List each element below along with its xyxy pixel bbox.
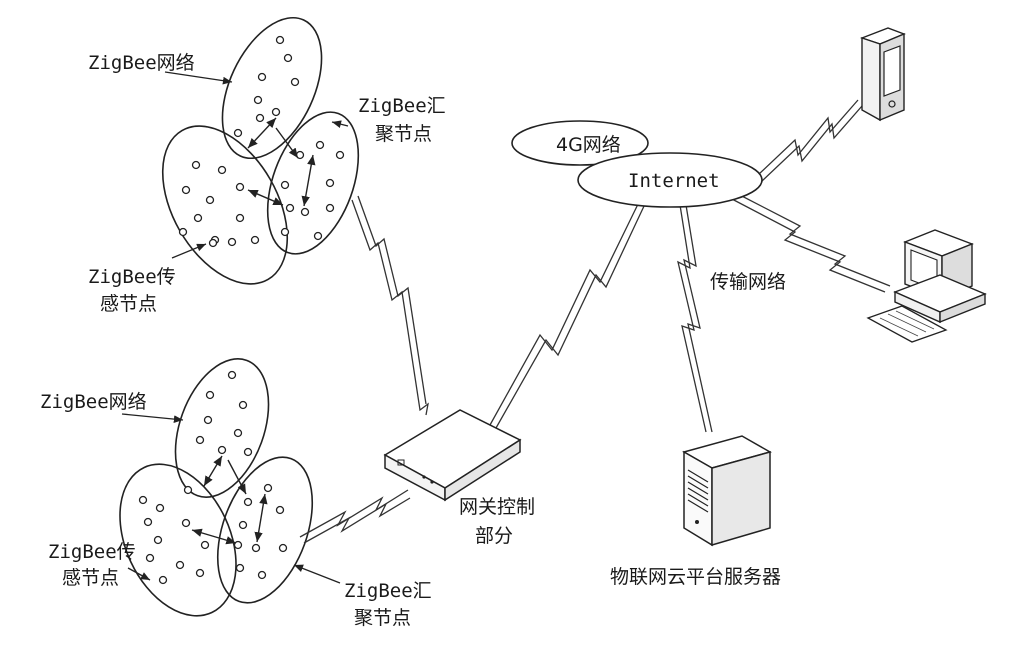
link-arrow [227,459,247,495]
wireless-link-bottom-to-gateway-edge [303,497,411,544]
zigbee-cluster-bottom [119,358,341,617]
pointer-zigbee-sensor-bottom [127,567,151,581]
sensor-nodes-top-2 [178,160,260,248]
sensor-nodes-bottom-3 [233,483,288,580]
label-internet: Internet [628,170,720,192]
sensor-nodes-bottom-2 [138,485,210,585]
zigbee-cluster-top [161,16,360,285]
zigbee-network-ellipse-top [221,16,323,160]
link-arrow [301,154,316,207]
wireless-link-gateway-to-internet-edge [495,203,646,429]
cloud-4g [511,120,649,166]
link-arrow [247,117,277,149]
diagram-labels: ZigBee网络 ZigBee汇 聚节点 ZigBee传 感节点 ZigBee网… [40,52,786,629]
label-gateway-1: 网关控制 [459,496,535,518]
label-transport-network: 传输网络 [710,271,786,293]
pointer-zigbee-network-bottom [121,413,184,423]
label-zigbee-sink-bottom-2: 聚节点 [354,607,411,629]
label-zigbee-sink-bottom-1: ZigBee汇 [344,580,432,602]
label-4g-network: 4G网络 [556,134,621,156]
link-arrow [254,493,268,543]
label-cloud-server: 物联网云平台服务器 [610,566,781,588]
link-arrow [247,189,284,206]
wireless-link-gateway-to-internet [489,199,641,426]
desktop-computer-icon [866,229,987,343]
gateway-box-icon [383,409,522,502]
network-clouds [511,120,763,208]
label-zigbee-sensor-bottom-2: 感节点 [62,567,119,589]
pda-icon [859,27,906,122]
wireless-link-bottom-to-gateway [299,489,409,538]
zigbee-network-ellipse-bottom [174,358,270,498]
wireless-link-internet-to-server-edge [683,204,713,433]
label-zigbee-sensor-top-1: ZigBee传 [88,266,176,288]
pointer-zigbee-network-top [164,71,233,85]
label-zigbee-network-top: ZigBee网络 [88,52,195,74]
sensor-nodes-top-3 [280,140,345,241]
label-gateway-2: 部分 [475,525,513,547]
zigbee-sink-ellipse-top [266,111,360,255]
wireless-link-internet-to-pda [757,99,859,176]
label-zigbee-sensor-bottom-1: ZigBee传 [48,541,136,563]
tower-server-icon [682,435,772,547]
link-arrow [203,455,223,487]
cloud-internet [577,152,763,208]
wireless-link-top-to-gateway-edge [357,195,427,405]
label-zigbee-sensor-top-2: 感节点 [100,293,157,315]
link-arrow [275,127,299,159]
wireless-link-internet-to-pc-edge [733,191,891,287]
sensor-nodes-bottom-1 [195,370,253,457]
wireless-link-top-to-gateway [351,199,429,416]
wireless-link-internet-to-pc [729,197,886,293]
label-zigbee-sink-top-2: 聚节点 [375,123,432,145]
label-zigbee-network-bottom: ZigBee网络 [40,391,147,413]
zigbee-sink-ellipse-bottom [216,456,314,604]
pointer-zigbee-sensor-top [171,243,207,259]
wireless-link-icon [299,99,891,544]
sensor-nodes-top-1 [233,35,300,138]
wireless-link-internet-to-server [677,204,707,433]
label-zigbee-sink-top-1: ZigBee汇 [358,95,446,117]
pointer-zigbee-sink-top [331,120,349,128]
wireless-link-internet-to-pda-edge [761,105,863,182]
link-arrow [191,528,237,545]
pointer-zigbee-sink-bottom [293,564,341,584]
